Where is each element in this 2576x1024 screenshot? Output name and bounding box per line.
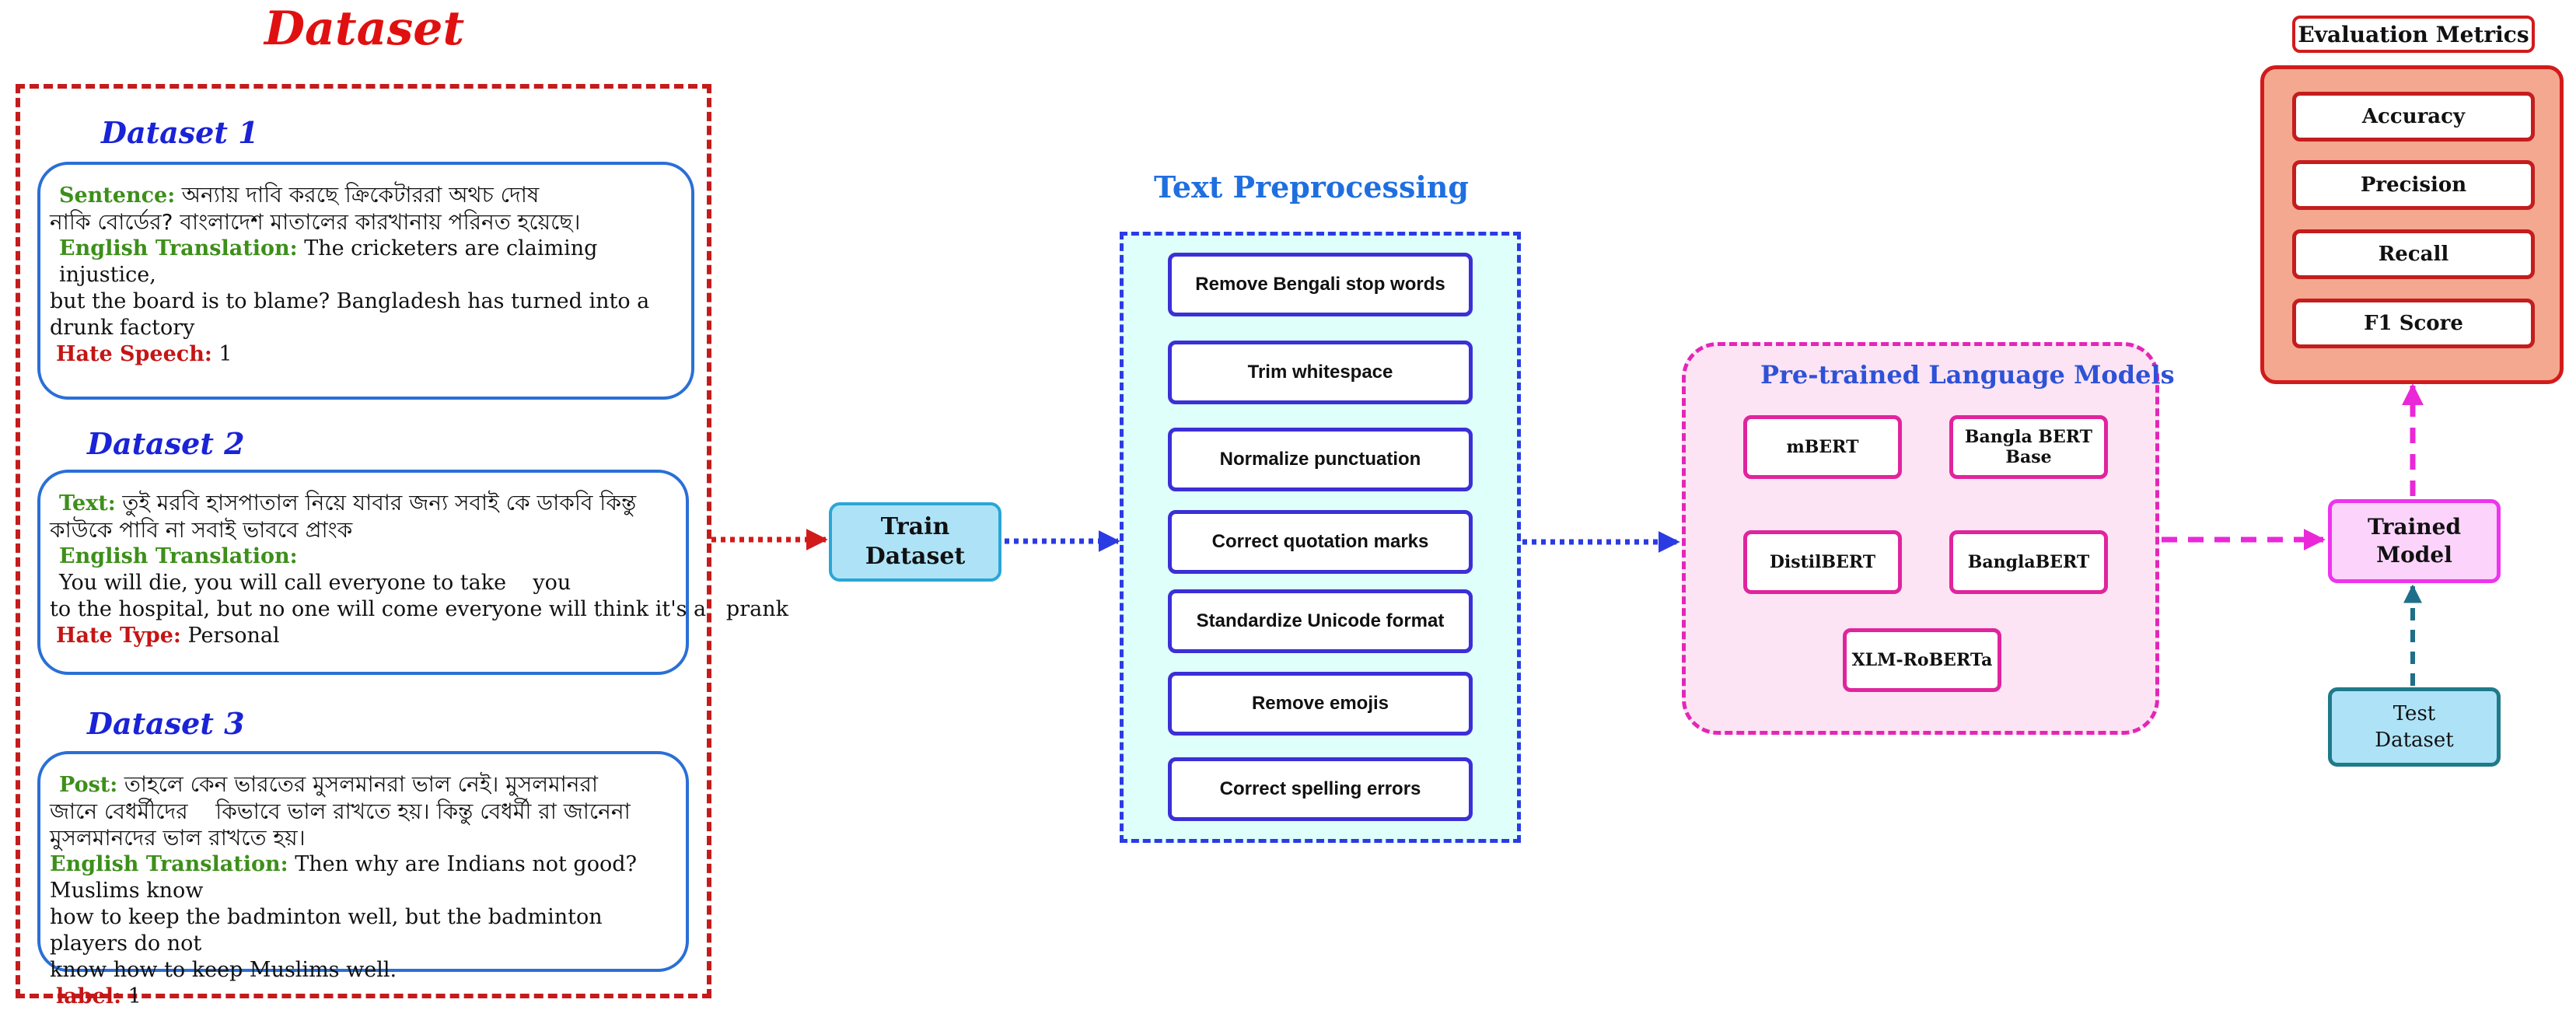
model-distilbert: DistilBERT bbox=[1743, 530, 1902, 594]
train-dataset-line2: Dataset bbox=[865, 543, 966, 570]
post-line3: মুসলমানদের ভাল রাখতে হয়। bbox=[50, 825, 306, 851]
sentence-line1: অন্যায় দাবি করছে ক্রিকেটাররা অথচ দোষ bbox=[181, 182, 540, 208]
metric-accuracy: Accuracy bbox=[2292, 92, 2535, 142]
translation-line2: but the board is to blame? Bangladesh ha… bbox=[50, 289, 650, 313]
translation-line1: You will die, you will call everyone to … bbox=[59, 571, 571, 595]
step-normalize-punctuation: Normalize punctuation bbox=[1168, 428, 1473, 491]
metric-precision: Precision bbox=[2292, 160, 2535, 210]
test-dataset-line2: Dataset bbox=[2375, 729, 2454, 752]
step-correct-quotation-marks: Correct quotation marks bbox=[1168, 510, 1473, 574]
label-label: label: bbox=[56, 984, 122, 1008]
metric-f1-score: F1 Score bbox=[2292, 299, 2535, 348]
step-trim-whitespace: Trim whitespace bbox=[1168, 341, 1473, 404]
text-preprocessing-title: Text Preprocessing bbox=[1154, 170, 1469, 204]
post-line2: জানে বেধর্মীদের কিভাবে ভাল রাখতে হয়। কি… bbox=[50, 799, 631, 824]
translation-label: English Translation: bbox=[59, 544, 298, 568]
model-xlm-roberta: XLM-RoBERTa bbox=[1843, 628, 2001, 692]
evaluation-metrics-title: Evaluation Metrics bbox=[2292, 16, 2535, 53]
hate-speech-label: Hate Speech: bbox=[56, 342, 212, 366]
hate-type-value: Personal bbox=[187, 624, 280, 648]
translation-label: English Translation: bbox=[59, 236, 298, 260]
translation-line2: to the hospital, but no one will come ev… bbox=[50, 597, 788, 621]
text-line1: তুই মরবি হাসপাতাল নিয়ে যাবার জন্য সবাই … bbox=[122, 490, 637, 515]
translation-line3: know how to keep Muslims well. bbox=[50, 958, 397, 982]
model-banglabert: BanglaBERT bbox=[1949, 530, 2108, 594]
trained-model-line2: Model bbox=[2376, 542, 2452, 568]
step-standardize-unicode: Standardize Unicode format bbox=[1168, 589, 1473, 653]
sentence-line2: নাকি বোর্ডের? বাংলাদেশ মাতালের কারখানায়… bbox=[50, 209, 581, 235]
translation-line1: Then why are Indians not good? Muslims k… bbox=[50, 852, 637, 903]
sentence-label: Sentence: bbox=[59, 183, 176, 208]
metric-recall: Recall bbox=[2292, 229, 2535, 279]
test-dataset-line1: Test bbox=[2392, 702, 2436, 725]
translation-line2: how to keep the badminton well, but the … bbox=[50, 905, 603, 956]
text-label: Text: bbox=[59, 491, 116, 515]
post-label: Post: bbox=[59, 773, 118, 797]
dataset2-title: Dataset 2 bbox=[87, 426, 245, 461]
plm-title: Pre-trained Language Models bbox=[1760, 360, 2175, 390]
dataset1-title: Dataset 1 bbox=[101, 115, 259, 150]
model-bangla-bert-base: Bangla BERT Base bbox=[1949, 415, 2108, 479]
post-line1: তাহলে কেন ভারতের মুসলমানরা ভাল নেই। মুসল… bbox=[124, 771, 599, 797]
train-dataset-line1: Train bbox=[880, 513, 950, 540]
hate-speech-value: 1 bbox=[218, 342, 232, 366]
dataset-frame bbox=[16, 84, 711, 998]
translation-line1: The cricketers are claiming injustice, bbox=[59, 236, 598, 287]
dataset1-card: Sentence: অন্যায় দাবি করছে ক্রিকেটাররা … bbox=[37, 162, 694, 400]
dataset3-title: Dataset 3 bbox=[87, 706, 245, 741]
step-correct-spelling: Correct spelling errors bbox=[1168, 757, 1473, 821]
text-line2: কাউকে পাবি না সবাই ভাববে প্রাংক bbox=[50, 517, 353, 543]
translation-line3: drunk factory bbox=[50, 316, 195, 340]
dataset2-card: Text: তুই মরবি হাসপাতাল নিয়ে যাবার জন্য… bbox=[37, 470, 788, 675]
step-remove-emojis: Remove emojis bbox=[1168, 672, 1473, 736]
trained-model-line1: Trained bbox=[2367, 514, 2462, 540]
dataset3-card: Post: তাহলে কেন ভারতের মুসলমানরা ভাল নেই… bbox=[37, 751, 689, 1008]
label-value: 1 bbox=[128, 984, 142, 1008]
hate-type-label: Hate Type: bbox=[56, 624, 181, 648]
step-remove-stop-words: Remove Bengali stop words bbox=[1168, 253, 1473, 316]
model-mbert: mBERT bbox=[1743, 415, 1902, 479]
translation-label: English Translation: bbox=[50, 852, 288, 876]
dataset-title: Dataset bbox=[264, 2, 465, 56]
